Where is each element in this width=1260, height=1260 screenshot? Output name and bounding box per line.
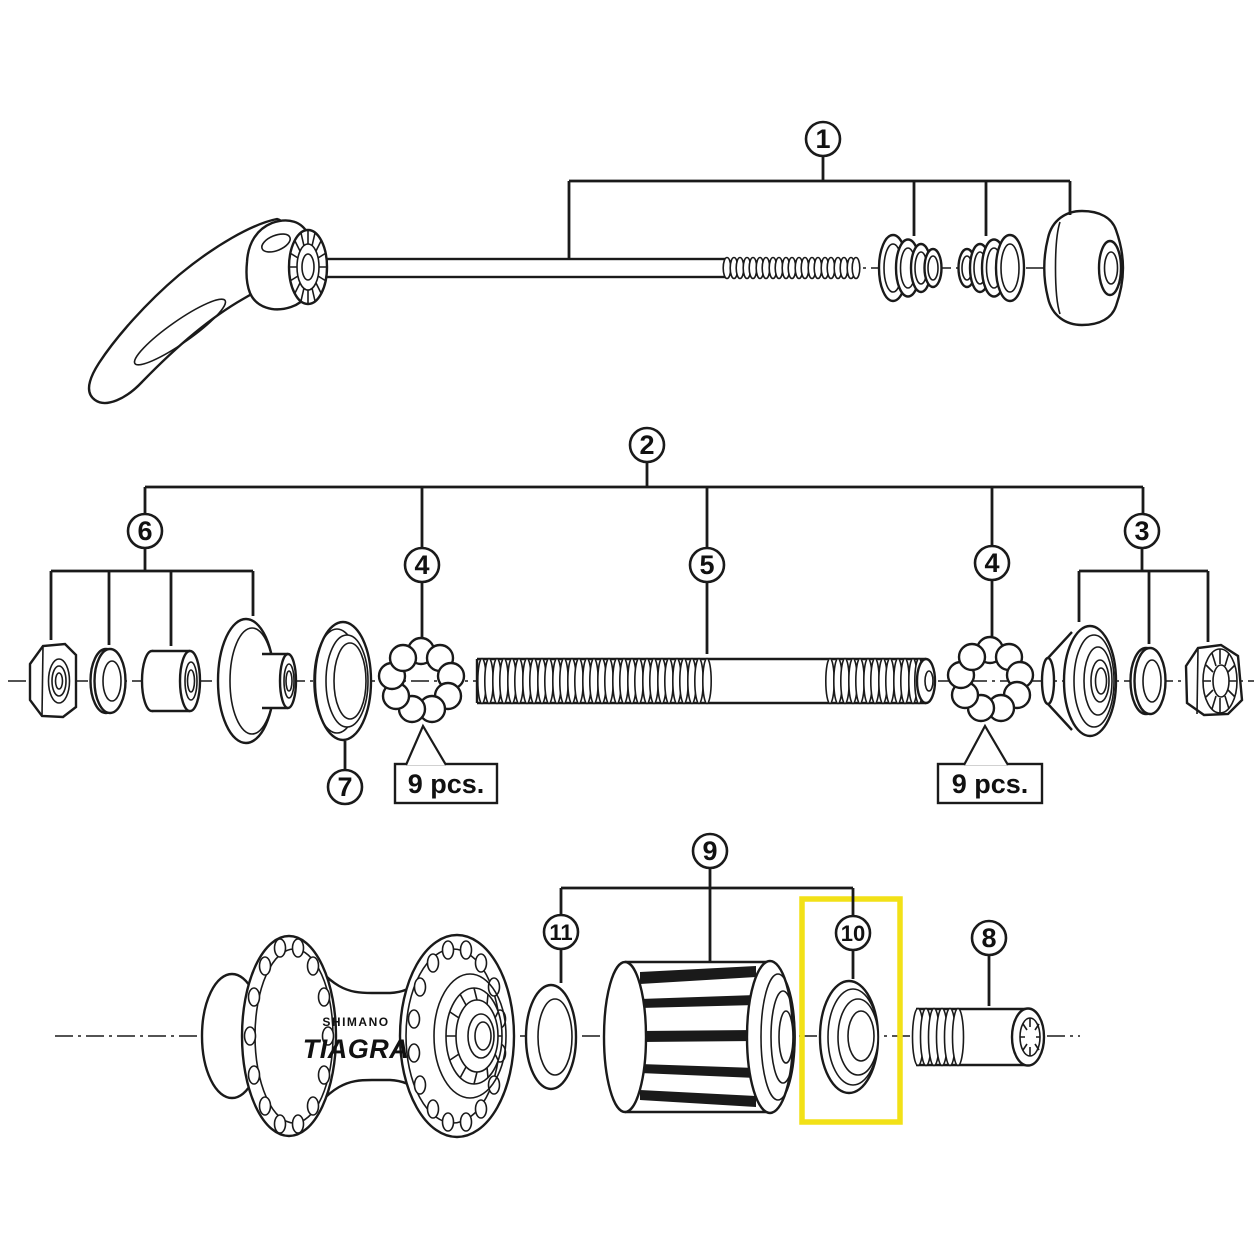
callout-7-label: 7	[337, 772, 352, 802]
ball-retainer-right	[946, 635, 1035, 723]
callout-2-circle	[628, 426, 666, 464]
skewer-nut	[1043, 209, 1125, 327]
hub-flange-left	[240, 934, 338, 1138]
lever-cutout	[133, 298, 227, 366]
callout-3-label: 3	[1134, 516, 1149, 546]
callout-3-circle	[1123, 512, 1161, 550]
volute-spring-right	[957, 233, 1026, 303]
callout-2-label: 2	[639, 430, 654, 460]
callout-7-circle	[326, 768, 364, 806]
callout-4-left-label: 4	[414, 550, 429, 580]
callout-9-label: 9	[702, 836, 717, 866]
callout-5-label: 5	[699, 550, 714, 580]
locknut-right	[1184, 643, 1244, 717]
quantity-box-left: 9 pcs.	[393, 723, 499, 805]
cone-left	[216, 617, 298, 745]
locknut-left	[28, 642, 78, 719]
axle	[475, 657, 937, 705]
callout-10: 10	[834, 914, 872, 979]
callout-1-circle	[804, 120, 842, 158]
axle-assembly	[28, 617, 1244, 745]
callout-11-circle	[542, 913, 580, 951]
callout-5-circle	[688, 546, 726, 584]
callout-4-right: 4	[973, 544, 1011, 636]
quick-release-assembly	[87, 209, 1125, 405]
washer-right	[1129, 646, 1167, 716]
callout-7: 7	[326, 741, 364, 806]
washer-left	[89, 647, 127, 715]
callout-2-bracket: 2	[143, 426, 1145, 548]
quantity-label-right: 9 pcs.	[952, 769, 1029, 799]
callout-11-label: 11	[549, 920, 572, 945]
hub-model-text: TIAGRA	[303, 1034, 410, 1064]
hub-brand-text: SHIMANO	[322, 1015, 389, 1029]
callout-4-right-circle	[973, 544, 1011, 582]
callout-8-circle	[970, 919, 1008, 957]
callout-10-circle	[834, 914, 872, 952]
callout-8: 8	[970, 919, 1008, 1006]
callout-1-bracket: 1	[567, 120, 1072, 258]
dust-cap	[313, 620, 373, 742]
lever-head-cutout	[261, 233, 291, 253]
callout-4-left-circle	[403, 546, 441, 584]
ball-retainer-left	[377, 636, 466, 724]
callout-1-label: 1	[815, 124, 830, 154]
lever-serrated-boss	[287, 228, 329, 306]
skewer-rod	[310, 257, 728, 279]
callout-6-circle	[126, 512, 164, 550]
callout-11: 11	[542, 913, 580, 983]
callout-8-label: 8	[981, 923, 996, 953]
quantity-pointer-left	[404, 723, 447, 766]
seal-ring-11	[524, 983, 578, 1091]
quantity-label-left: 9 pcs.	[408, 769, 485, 799]
callout-5: 5	[688, 546, 726, 654]
callout-6-label: 6	[137, 516, 152, 546]
hub-assembly: SHIMANO TIAGRA	[200, 933, 1046, 1139]
callout-3-bracket: 3	[1077, 512, 1210, 644]
callout-4-right-label: 4	[984, 548, 999, 578]
spacer-left	[140, 649, 202, 713]
quantity-box-right: 9 pcs.	[936, 723, 1044, 805]
callout-4-left: 4	[403, 546, 441, 639]
hub-flange-right	[398, 933, 516, 1139]
callout-9-bracket: 9	[559, 832, 855, 963]
callout-6-bracket: 6	[49, 512, 255, 646]
quantity-pointer-right	[963, 723, 1009, 766]
spacer-8	[911, 1007, 1046, 1067]
cone-right	[1040, 624, 1118, 738]
hub-shell: SHIMANO TIAGRA	[200, 933, 516, 1139]
skewer-threads	[722, 256, 861, 280]
callout-9-circle	[691, 832, 729, 870]
freehub-body	[602, 959, 796, 1115]
seal-cone-10	[818, 979, 880, 1095]
callout-10-label: 10	[841, 921, 865, 946]
volute-spring-left	[877, 233, 943, 303]
highlight-box-part-10	[799, 896, 903, 1125]
